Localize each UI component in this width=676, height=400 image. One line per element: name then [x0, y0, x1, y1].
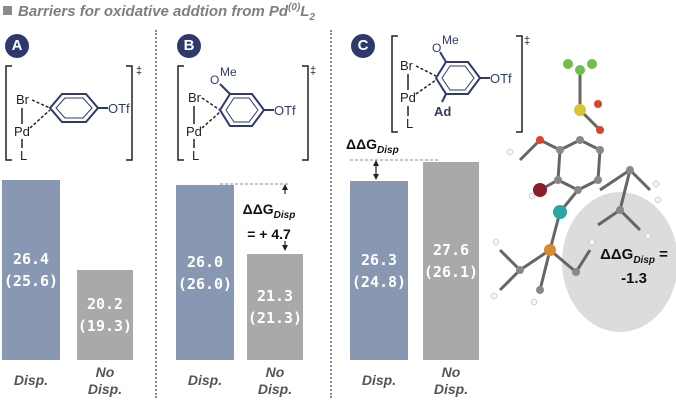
bar-c-disp — [350, 181, 408, 360]
otf-label-c: OTf — [490, 71, 512, 86]
bar-b-no-disp — [247, 254, 303, 360]
badge-b: B — [177, 34, 201, 58]
l-label-b: L — [192, 148, 199, 163]
molecular-model-image — [490, 59, 676, 332]
dagger-a: ‡ — [136, 65, 142, 77]
pd-label-b: Pd — [186, 124, 202, 139]
o-label-c: O — [432, 41, 441, 55]
annotation-lines-b — [220, 183, 290, 251]
title-tail: L — [300, 3, 310, 20]
title-text: Barriers for oxidative addtion from Pd — [18, 3, 289, 20]
structure-b: ‡ O Me Br Pd L OTf — [177, 65, 316, 163]
otf-label-b: OTf — [274, 103, 296, 118]
ad-label-c: Ad — [434, 104, 451, 119]
ddg-annotation-c: ΔΔGDisp — [346, 136, 399, 156]
dagger-c: ‡ — [524, 35, 530, 47]
br-label-b: Br — [188, 90, 202, 105]
bar-a-disp — [2, 180, 60, 360]
me-label-b: Me — [220, 65, 237, 79]
bubble-annotation-c: ΔΔGDisp = -1.3 — [600, 246, 668, 287]
bar-c-no-disp — [423, 162, 479, 360]
badge-c: C — [351, 34, 375, 58]
structure-c: ‡ O Me Br Pd L OTf Ad — [391, 33, 530, 133]
x-label-a-disp: Disp. — [13, 372, 49, 388]
o-label-b: O — [210, 73, 219, 87]
l-label-a: L — [20, 148, 27, 163]
pd-label-a: Pd — [14, 124, 30, 139]
structure-a: ‡ Br Pd L OTf — [5, 65, 142, 163]
figure-title: Barriers for oxidative addtion from Pd(0… — [3, 2, 315, 23]
bar-value-label-c-no-disp: 27.6(26.1) — [423, 241, 479, 281]
title-superscript: (0) — [288, 2, 301, 13]
br-label-a: Br — [16, 92, 30, 107]
otf-label-a: OTf — [108, 101, 130, 116]
x-label-b-disp: Disp. — [187, 372, 223, 388]
title-subscript: 2 — [309, 12, 316, 23]
l-label-c: L — [406, 116, 413, 131]
bar-value-label-c-disp: 26.3(24.8) — [351, 251, 407, 291]
ddg-annotation-b: ΔΔGDisp = + 4.7 — [242, 201, 296, 242]
bar-value-label-b-disp: 26.0(26.0) — [177, 253, 233, 293]
x-label-c-disp: Disp. — [361, 372, 397, 388]
panel-divider-ab — [155, 30, 157, 398]
bar-value-label-a-no-disp: 20.2(19.3) — [77, 295, 133, 335]
panel-divider-bc — [330, 30, 332, 398]
me-label-c: Me — [442, 33, 459, 47]
bar-value-label-b-no-disp: 21.3(21.3) — [247, 287, 303, 327]
highlight-bubble — [562, 192, 676, 332]
annotation-lines-c — [350, 159, 440, 180]
bar-a-no-disp — [77, 270, 133, 360]
dagger-b: ‡ — [310, 65, 316, 77]
title-bullet-square — [3, 6, 12, 15]
br-label-c: Br — [400, 58, 414, 73]
bar-b-disp — [176, 185, 234, 360]
badge-a: A — [5, 34, 29, 58]
pd-label-c: Pd — [400, 90, 416, 105]
bar-value-label-a-disp: 26.4(25.6) — [3, 250, 59, 290]
